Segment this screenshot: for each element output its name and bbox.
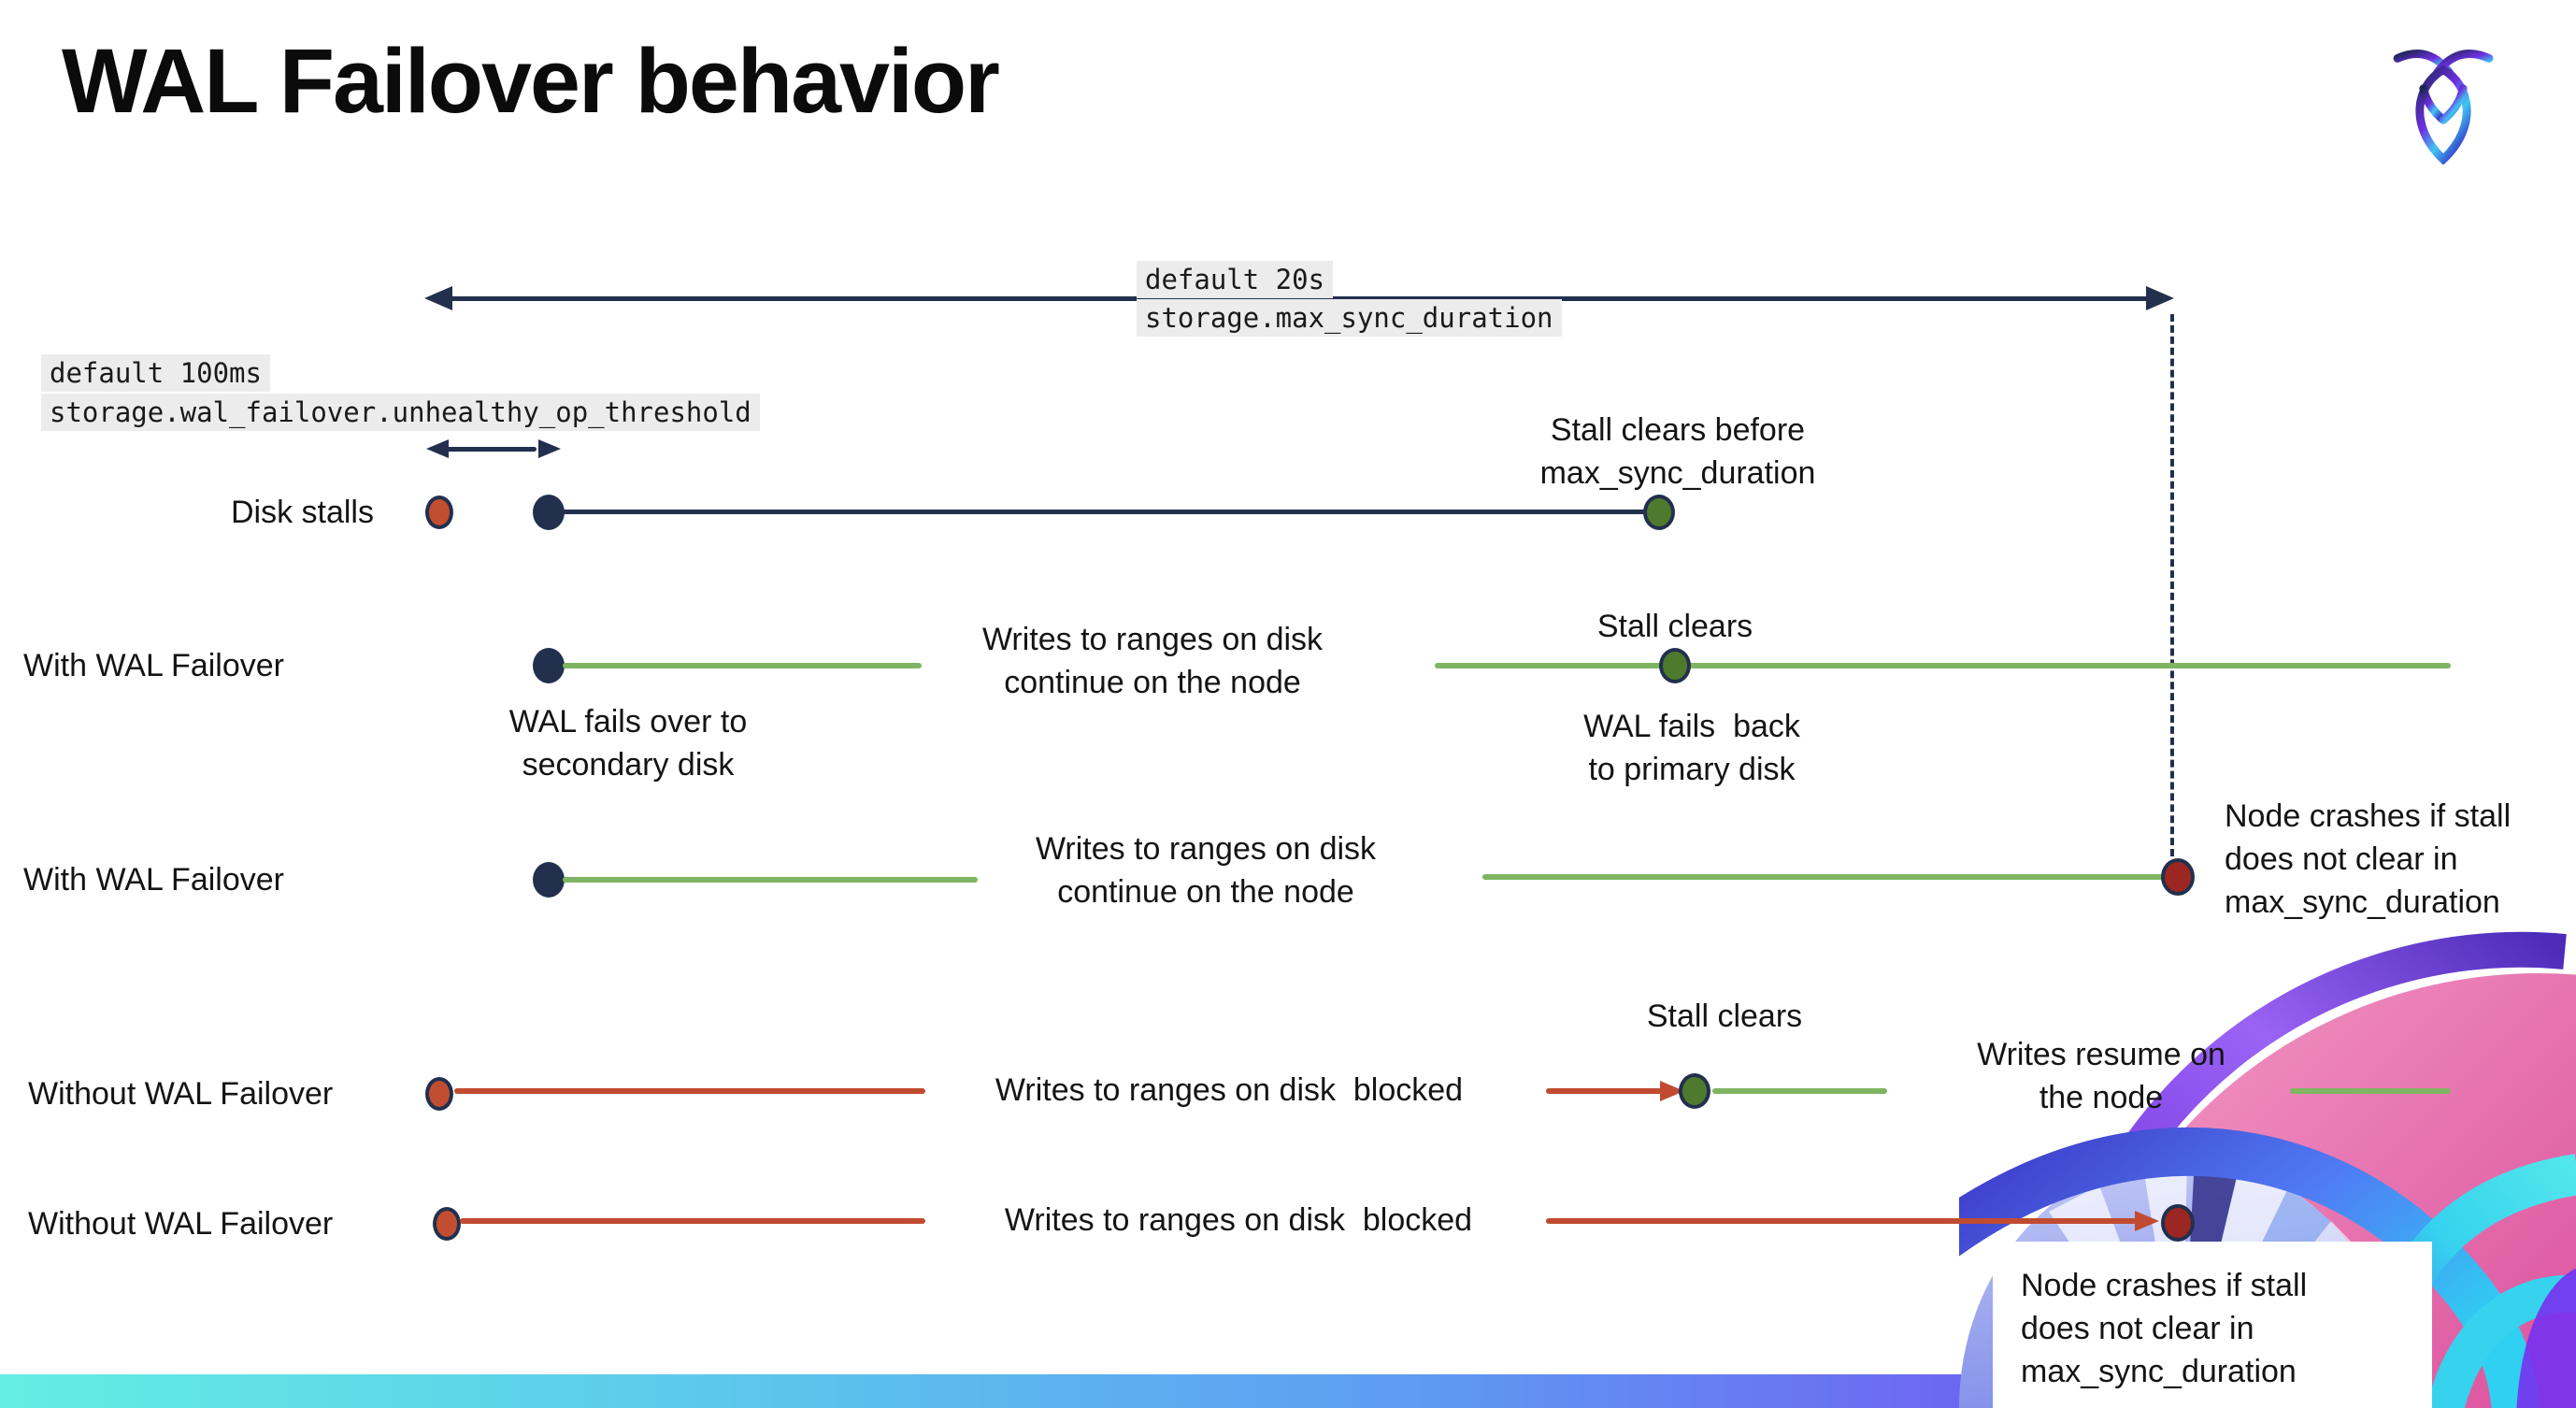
nowal1-resume-line-a bbox=[1712, 1088, 1887, 1094]
page-title: WAL Failover behavior bbox=[62, 30, 1000, 132]
wal1-stall-clear-dot bbox=[1659, 648, 1691, 683]
row-label-with-wal-1: With WAL Failover bbox=[23, 648, 284, 683]
wal2-crash-dot bbox=[2161, 858, 2195, 896]
nowal1-stall-clear-dot bbox=[1679, 1073, 1710, 1109]
nowal1-resume-line-b bbox=[2290, 1088, 2451, 1094]
nowal2-crash-note: Node crashes if stall does not clear in … bbox=[2021, 1268, 2308, 1389]
nowal2-blocked-line-b bbox=[1546, 1218, 2137, 1224]
nowal1-blocked-line-b bbox=[1546, 1088, 1662, 1094]
arrowhead-left-icon bbox=[424, 286, 452, 310]
nowal2-stall-start-dot bbox=[433, 1207, 461, 1241]
wal1-stall-clears-note: Stall clears bbox=[1596, 609, 1753, 644]
note-wal-fails-over: WAL fails over to secondary disk bbox=[508, 704, 748, 783]
wal2-crash-note: Node crashes if stall does not clear in … bbox=[2225, 798, 2512, 920]
nowal2-writes-blocked-note: Writes to ranges on disk blocked bbox=[1004, 1202, 1473, 1238]
setting-max-sync-name: storage.max_sync_duration bbox=[1137, 299, 1562, 337]
wal2-failover-dot bbox=[533, 862, 565, 898]
disk-stall-start-dot bbox=[425, 496, 453, 529]
max-sync-span-line bbox=[437, 296, 2148, 301]
wal2-writes-continue-note: Writes to ranges on disk continue on the… bbox=[1035, 831, 1377, 910]
row-label-disk-stalls: Disk stalls bbox=[230, 495, 374, 530]
setting-threshold-default: default 100ms bbox=[41, 354, 270, 392]
max-sync-deadline-dashed-line bbox=[2170, 314, 2174, 856]
arrowhead-right-icon bbox=[2146, 286, 2174, 310]
nowal2-red-arrowhead-icon bbox=[2135, 1211, 2159, 1231]
crash-note-card bbox=[1993, 1242, 2432, 1408]
cockroachdb-logo-icon bbox=[2393, 50, 2494, 165]
wal2-timeline-a bbox=[563, 877, 978, 883]
nowal1-stall-start-dot bbox=[425, 1077, 453, 1111]
note-wal-fails-back: WAL fails back to primary disk bbox=[1583, 709, 1800, 787]
disk-failover-threshold-dot bbox=[533, 495, 565, 530]
nowal1-blocked-line-a bbox=[454, 1088, 925, 1094]
nowal2-blocked-line-a bbox=[460, 1218, 925, 1224]
disk-stall-clear-dot bbox=[1643, 495, 1675, 530]
threshold-arrowhead-right-icon bbox=[538, 439, 561, 458]
row-label-without-wal-1: Without WAL Failover bbox=[28, 1076, 334, 1112]
threshold-arrowhead-left-icon bbox=[426, 439, 449, 458]
setting-threshold-name: storage.wal_failover.unhealthy_op_thresh… bbox=[41, 394, 760, 431]
wal2-timeline-b bbox=[1482, 874, 2178, 880]
nowal1-writes-resume-note: Writes resume on the node bbox=[1977, 1037, 2225, 1115]
setting-max-sync-default: default 20s bbox=[1137, 261, 1334, 298]
note-stall-clears-before: Stall clears before max_sync_duration bbox=[1539, 412, 1816, 491]
nowal1-writes-blocked-note: Writes to ranges on disk blocked bbox=[995, 1072, 1464, 1108]
row-label-without-wal-2: Without WAL Failover bbox=[28, 1206, 334, 1242]
wal1-writes-continue-note: Writes to ranges on disk continue on the… bbox=[981, 622, 1324, 700]
threshold-span-line bbox=[447, 447, 537, 452]
nowal1-red-arrowhead-icon bbox=[1660, 1081, 1684, 1101]
disk-stall-timeline bbox=[563, 510, 1645, 514]
wal1-timeline-b bbox=[1435, 663, 2451, 668]
wal1-failover-dot bbox=[533, 648, 565, 683]
wal1-timeline-a bbox=[563, 663, 922, 668]
row-label-with-wal-2: With WAL Failover bbox=[23, 862, 284, 898]
nowal2-crash-dot bbox=[2161, 1204, 2195, 1242]
nowal1-stall-clears-note: Stall clears bbox=[1646, 999, 1803, 1034]
